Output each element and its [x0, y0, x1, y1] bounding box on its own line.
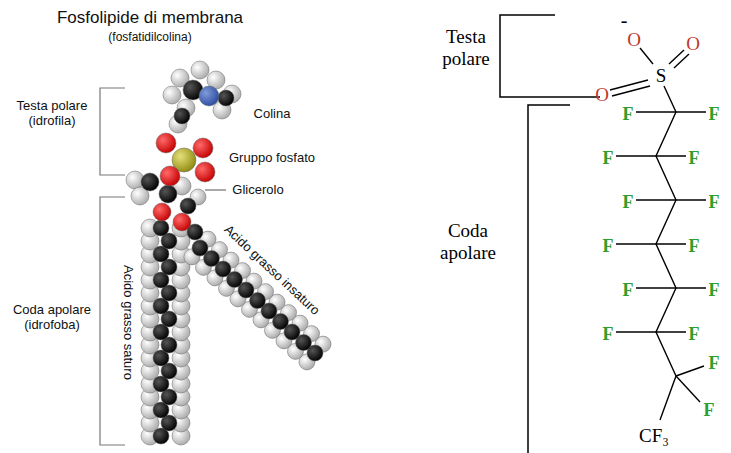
c-f-bond [636, 287, 706, 288]
atom-sphere [180, 198, 196, 214]
atom-sphere [159, 185, 177, 203]
atom-sphere [163, 86, 181, 104]
c-f-bond [676, 376, 700, 402]
atom-sphere [173, 213, 191, 231]
bracket [500, 15, 600, 97]
c-f-bond [616, 331, 686, 332]
atom-symbol: O [627, 29, 641, 51]
atom-symbol: O [595, 84, 609, 106]
atom-sphere [193, 138, 213, 158]
atom-symbol: F [603, 236, 614, 257]
atom-symbol: F [689, 148, 700, 169]
atom-symbol: CF₃ [639, 425, 669, 447]
atom-sphere [199, 86, 219, 106]
atom-symbol: S [656, 65, 667, 87]
part-label: Gruppo fosfato [229, 151, 315, 166]
atom-sphere [218, 90, 234, 106]
c-f-bond [616, 155, 686, 156]
c-f-bond [636, 111, 706, 112]
atom-sphere [192, 240, 208, 256]
carbon-chain [616, 112, 706, 420]
atom-sphere [153, 220, 169, 236]
atom-symbol: F [623, 192, 634, 213]
atom-symbol: F [603, 148, 614, 169]
bracket [100, 88, 125, 175]
c-f-bond [676, 366, 704, 376]
atom-sphere [153, 203, 171, 221]
atom-sphere [174, 108, 190, 124]
subtitle: (fosfatidilcolina) [108, 31, 191, 45]
atom-symbol: F [623, 280, 634, 301]
atom-symbol: O [686, 33, 700, 55]
atom-symbol: F [689, 236, 700, 257]
atom-sphere [191, 61, 209, 79]
atom-symbol: F [709, 353, 720, 374]
atom-symbol: F [623, 104, 634, 125]
leader-line [205, 190, 226, 191]
c-f-bond [636, 199, 706, 200]
bonds [610, 48, 689, 112]
atom-sphere [195, 162, 215, 182]
atom-sphere [141, 173, 159, 191]
space-filling-model [126, 61, 331, 445]
atom-symbol: F [689, 324, 700, 345]
part-label: Glicerolo [232, 183, 283, 198]
bracket-label: Testa polare (idrofila) [6, 99, 98, 129]
atom-sphere [160, 166, 180, 186]
c-f-bond [616, 243, 686, 244]
atom-sphere [156, 133, 176, 153]
bracket-label: Coda apolare (idrofoba) [5, 303, 99, 333]
charge-sign: - [621, 9, 628, 32]
atom-symbol: F [709, 192, 720, 213]
bracket-label: Testa polare [435, 26, 497, 70]
part-label: Acido grasso saturo [120, 265, 135, 380]
atom-symbol: F [709, 104, 720, 125]
atom-symbol: F [709, 280, 720, 301]
atom-symbol: F [603, 324, 614, 345]
bracket [528, 105, 570, 453]
title: Fosfolipide di membrana [57, 8, 243, 28]
part-label: Colina [254, 107, 291, 122]
bracket-label: Coda apolare [428, 220, 508, 264]
atom-symbol: F [704, 400, 715, 421]
backbone [656, 112, 676, 420]
